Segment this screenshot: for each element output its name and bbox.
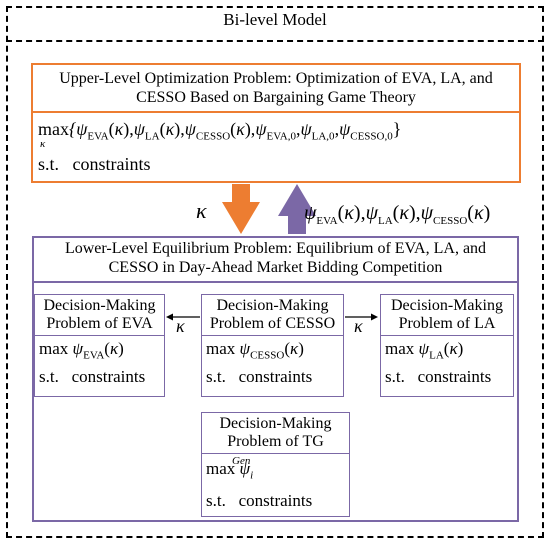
tg-heading-line-2: Problem of TG: [227, 433, 324, 450]
upper-st: s.t.: [38, 154, 60, 174]
upper-constraints-line: s.t. constraints: [38, 154, 151, 175]
cesso-heading-line-1: Decision-Making: [216, 297, 329, 314]
title-divider: [6, 40, 544, 42]
tg-objective: max ψi: [206, 459, 254, 482]
upper-max-subscript: κ: [40, 138, 46, 150]
eva-problem-box: Decision-Making Problem of EVA max ψEVA(…: [34, 294, 165, 397]
left-kappa-label: κ: [176, 316, 185, 336]
cesso-problem-box: Decision-Making Problem of CESSO max ψCE…: [201, 294, 344, 397]
la-objective: max ψLA(κ): [385, 339, 464, 362]
la-constraints: s.t. constraints: [385, 367, 492, 386]
cesso-constraints: s.t. constraints: [206, 367, 313, 386]
la-heading-line-2: Problem of LA: [398, 315, 496, 332]
down-arrow: [222, 184, 260, 234]
eva-heading-line-1: Decision-Making: [43, 297, 156, 314]
upper-level-divider: [33, 111, 519, 113]
tg-problem-box: Decision-Making Problem of TG max ψi Gen…: [201, 412, 350, 517]
outer-frame: [6, 6, 544, 538]
diagram-title: Bi-level Model: [223, 10, 327, 29]
upper-heading-line-1: Upper-Level Optimization Problem: Optimi…: [59, 70, 493, 87]
tg-divider: [202, 453, 349, 454]
up-arrow-label: ψEVA(κ),ψLA(κ),ψCESSO(κ): [304, 202, 491, 227]
lower-heading-line-2: CESSO in Day-Ahead Market Bidding Compet…: [108, 259, 443, 276]
tg-heading-line-1: Decision-Making: [219, 415, 332, 432]
eva-constraints: s.t. constraints: [39, 367, 146, 386]
upper-level-heading: Upper-Level Optimization Problem: Optimi…: [34, 69, 518, 107]
cesso-heading-line-2: Problem of CESSO: [209, 315, 336, 332]
lower-heading-line-1: Lower-Level Equilibrium Problem: Equilib…: [64, 240, 487, 257]
tg-objective-superscript: Gen: [232, 455, 251, 467]
eva-objective: max ψEVA(κ): [39, 339, 124, 362]
upper-constraints: constraints: [72, 154, 151, 174]
upper-heading-line-2: CESSO Based on Bargaining Game Theory: [136, 89, 416, 106]
eva-divider: [35, 335, 164, 336]
cesso-objective: max ψCESSO(κ): [206, 339, 304, 362]
cesso-divider: [202, 335, 343, 336]
upper-level-box: [31, 63, 521, 183]
lower-level-heading: Lower-Level Equilibrium Problem: Equilib…: [34, 239, 517, 277]
eva-heading-line-2: Problem of EVA: [46, 315, 153, 332]
tg-constraints: s.t. constraints: [206, 491, 313, 510]
la-problem-box: Decision-Making Problem of LA max ψLA(κ)…: [380, 294, 514, 397]
la-divider: [381, 335, 513, 336]
up-arrow: [278, 184, 316, 234]
lower-level-divider: [34, 281, 517, 283]
upper-max-word: max: [38, 119, 69, 139]
la-heading-line-1: Decision-Making: [391, 297, 503, 314]
down-arrow-label: κ: [196, 198, 207, 223]
upper-objective-expression: {ψEVA(κ),ψLA(κ),ψCESSO(κ),ψEVA,0,ψLA,0,ψ…: [69, 119, 402, 143]
upper-objective: max{ψEVA(κ),ψLA(κ),ψCESSO(κ),ψEVA,0,ψLA,…: [38, 119, 401, 143]
right-kappa-label: κ: [354, 316, 363, 336]
